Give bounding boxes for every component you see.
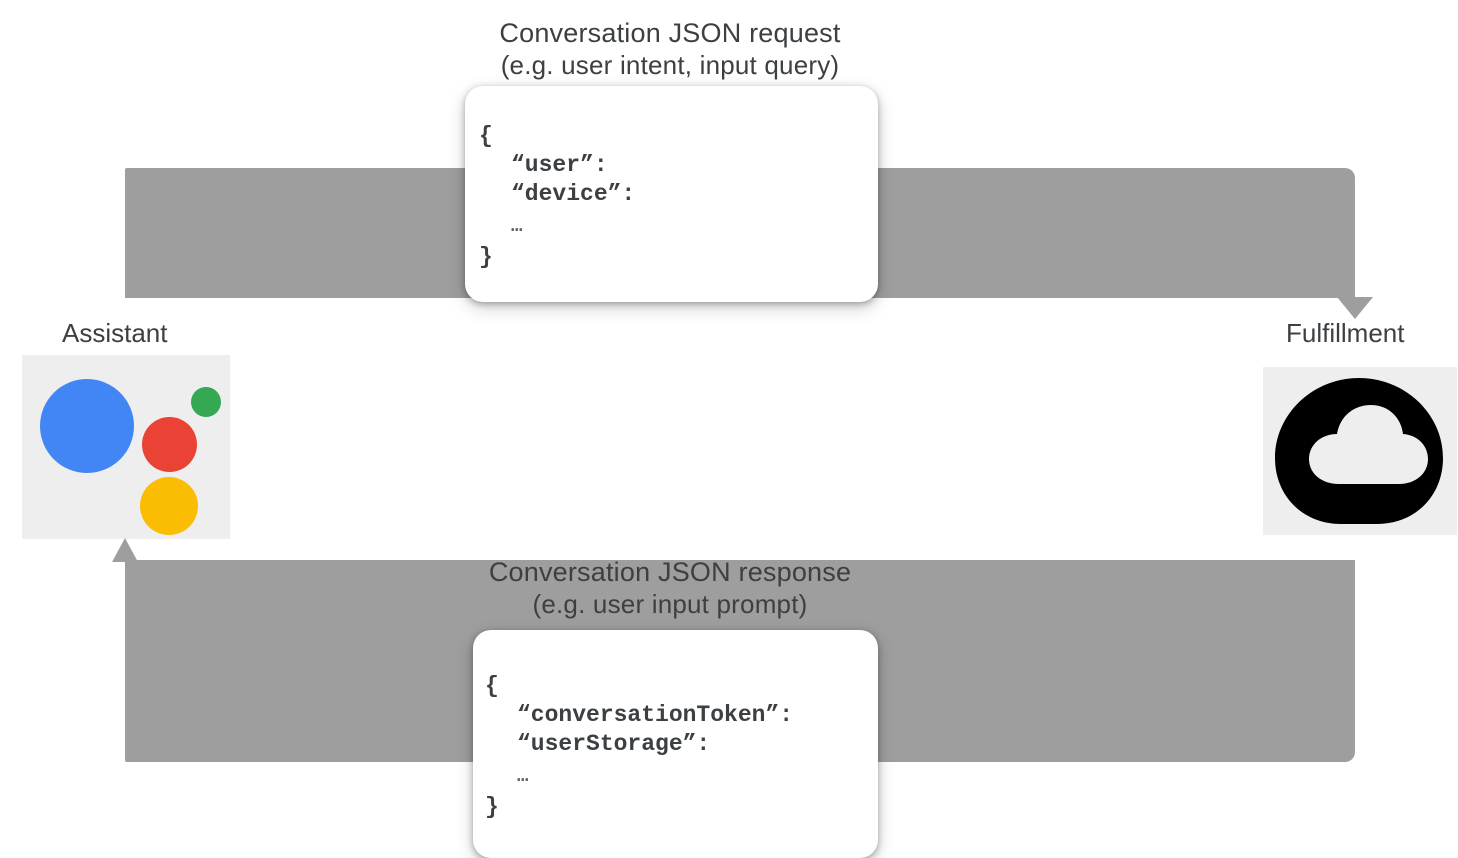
arrow-down-icon [1337,297,1373,319]
google-assistant-logo [22,355,230,539]
response-label-line1: Conversation JSON response [488,557,852,587]
response-json-ellipsis: … [517,765,529,787]
request-label-line2: (e.g. user intent, input query) [500,49,840,80]
cloud-icon [1275,378,1443,524]
request-json-ellipsis: … [511,215,523,237]
request-json-field-0: “user”: [511,152,608,178]
response-flow-label: Conversation JSON response (e.g. user in… [0,557,1340,620]
fulfillment-node [1263,367,1457,535]
arrow-up-icon [112,538,138,562]
response-label-line2: (e.g. user input prompt) [532,588,808,619]
request-label-line1: Conversation JSON request [499,18,841,48]
assistant-yellow-dot-icon [140,477,198,535]
request-json-open: { [479,123,493,149]
request-json-card: { “user”: “device”: … } [465,86,878,302]
response-json-card: { “conversationToken”: “userStorage”: … … [473,630,878,858]
request-flow-label: Conversation JSON request (e.g. user int… [0,18,1340,81]
assistant-red-dot-icon [142,417,197,472]
response-json-open: { [485,673,499,699]
assistant-blue-dot-icon [40,379,134,473]
assistant-green-dot-icon [191,387,221,417]
request-json-close: } [479,244,493,270]
assistant-caption: Assistant [62,318,168,348]
fulfillment-caption: Fulfillment [1286,318,1405,348]
request-json-field-1: “device”: [511,181,636,207]
response-json-close: } [485,794,499,820]
response-json-field-1: “userStorage”: [517,731,711,757]
response-json-field-0: “conversationToken”: [517,702,794,728]
